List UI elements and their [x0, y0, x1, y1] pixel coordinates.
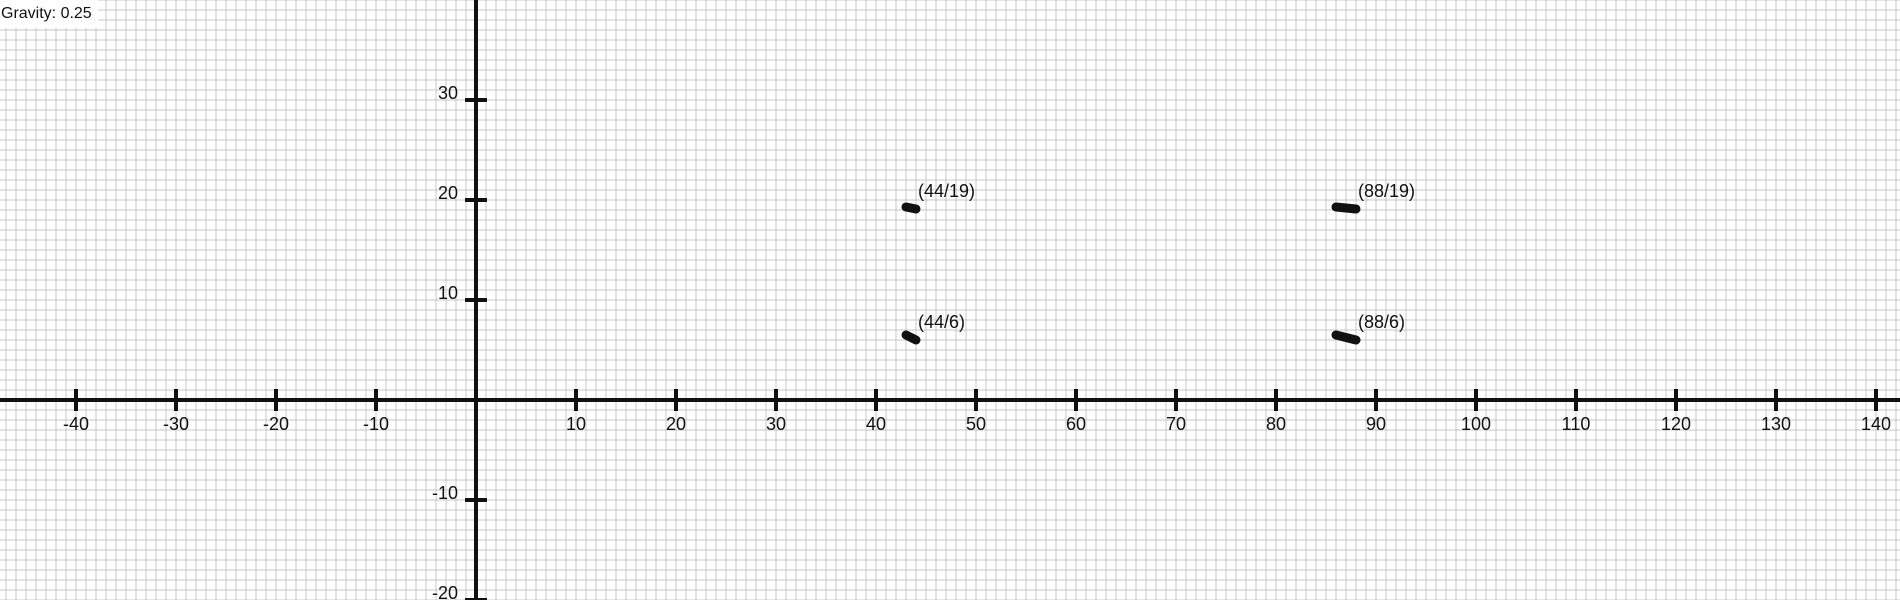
- x-tick-label: -30: [163, 414, 189, 434]
- x-tick-label: 20: [666, 414, 686, 434]
- segment[interactable]: [1331, 330, 1361, 345]
- y-tick-label: 10: [438, 283, 458, 303]
- segment[interactable]: [901, 330, 921, 345]
- x-tick-label: 130: [1761, 414, 1791, 434]
- segment-label: (88/6): [1358, 312, 1405, 332]
- x-tick-label: 110: [1562, 414, 1591, 434]
- x-tick-label: 120: [1661, 414, 1691, 434]
- x-tick-label: -40: [63, 414, 89, 434]
- x-tick-label: 90: [1366, 414, 1386, 434]
- segment[interactable]: [901, 202, 921, 214]
- x-tick-label: -20: [263, 414, 289, 434]
- y-tick-label: -20: [432, 583, 458, 600]
- x-tick-label: 70: [1166, 414, 1186, 434]
- segment-label: (88/19): [1358, 181, 1415, 201]
- x-tick-label: 100: [1461, 414, 1491, 434]
- segments: (44/19) (88/19) (44/6) (88/6): [901, 181, 1415, 345]
- gravity-readout: Gravity: 0.25: [0, 0, 98, 28]
- y-tick-label: -10: [432, 483, 458, 503]
- x-tick-label: 80: [1266, 414, 1286, 434]
- axis-ticks: -40 -30 -20 -10 10 20 30 40 50 60 70 80 90 100 110 120 1…: [63, 83, 1891, 603]
- x-tick-label: 140: [1861, 414, 1891, 434]
- segment-label: (44/19): [918, 181, 975, 201]
- segment[interactable]: [1331, 202, 1361, 214]
- x-tick-label: 50: [966, 414, 986, 434]
- y-tick-label: 20: [438, 183, 458, 203]
- x-tick-label: 40: [866, 414, 886, 434]
- x-tick-label: 30: [766, 414, 786, 434]
- y-tick-label: 30: [438, 83, 458, 103]
- x-tick-label: 60: [1066, 414, 1086, 434]
- x-tick-label: 10: [566, 414, 586, 434]
- segment-label: (44/6): [918, 312, 965, 332]
- x-tick-label: -10: [363, 414, 389, 434]
